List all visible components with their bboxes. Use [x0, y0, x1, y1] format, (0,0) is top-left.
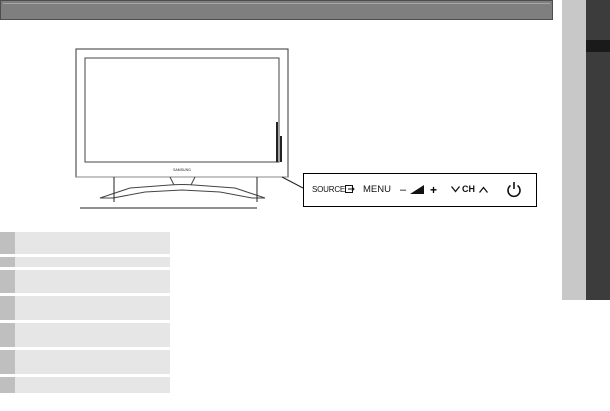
button-legend-table [0, 232, 172, 396]
source-button-label[interactable]: SOURCE [312, 185, 346, 194]
source-input-icon [345, 185, 355, 193]
volume-up-button[interactable]: + [430, 183, 438, 197]
chevron-up-icon[interactable] [479, 186, 488, 193]
chapter-side-tab-dark [586, 0, 610, 300]
legend-number-cell [0, 377, 15, 393]
legend-number-cell [0, 270, 15, 293]
chapter-tab-marker [586, 40, 610, 52]
legend-number-cell [0, 232, 15, 254]
legend-number-cell [0, 257, 15, 267]
callout-pointer [281, 176, 304, 189]
tv-stand-base [99, 184, 266, 199]
chevron-down-icon[interactable] [451, 186, 460, 193]
volume-down-button[interactable]: – [400, 184, 407, 196]
legend-row-2 [0, 257, 170, 267]
legend-number-cell [0, 323, 15, 347]
legend-row-6 [0, 350, 170, 374]
legend-row-5 [0, 323, 170, 347]
header-bar-inner [3, 3, 550, 17]
power-icon[interactable] [506, 181, 522, 198]
control-panel-callout: SOURCE MENU – + CH [303, 173, 537, 207]
menu-button-label[interactable]: MENU [363, 184, 391, 195]
legend-row-4 [0, 296, 170, 320]
channel-label: CH [462, 184, 475, 194]
volume-ramp-icon [410, 185, 424, 194]
tv-brand-logo: SAMSUNG [173, 168, 191, 172]
side-indicator-short [280, 136, 282, 162]
legend-number-cell [0, 296, 15, 320]
tv-front-illustration: SAMSUNG [75, 48, 304, 209]
legend-row-1 [0, 232, 170, 254]
side-indicator-long [276, 122, 278, 162]
legend-number-cell [0, 350, 15, 374]
legend-row-7 [0, 377, 170, 393]
tv-screen [84, 57, 280, 163]
legend-row-3 [0, 270, 170, 293]
section-header-bar [0, 0, 553, 20]
chapter-side-tab-light [562, 0, 586, 300]
